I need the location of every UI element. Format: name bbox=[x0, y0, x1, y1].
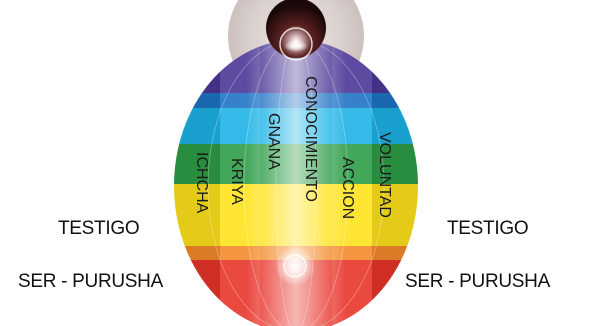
label-ichcha: ICHCHA bbox=[193, 152, 210, 214]
label-gnana: GNANA bbox=[265, 113, 282, 170]
label-voluntad: VOLUNTAD bbox=[376, 132, 393, 218]
left-ser-purusha-label: SER - PURUSHA bbox=[18, 271, 163, 293]
right-ser-purusha-label: SER - PURUSHA bbox=[405, 271, 550, 293]
label-kriya: KRIYA bbox=[228, 158, 245, 205]
left-testigo-label: TESTIGO bbox=[58, 218, 139, 240]
label-conocimiento: CONOCIMIENTO bbox=[302, 76, 319, 202]
label-accion: ACCION bbox=[339, 157, 356, 219]
right-testigo-label: TESTIGO bbox=[447, 218, 528, 240]
lower-glow-orb bbox=[275, 246, 315, 286]
